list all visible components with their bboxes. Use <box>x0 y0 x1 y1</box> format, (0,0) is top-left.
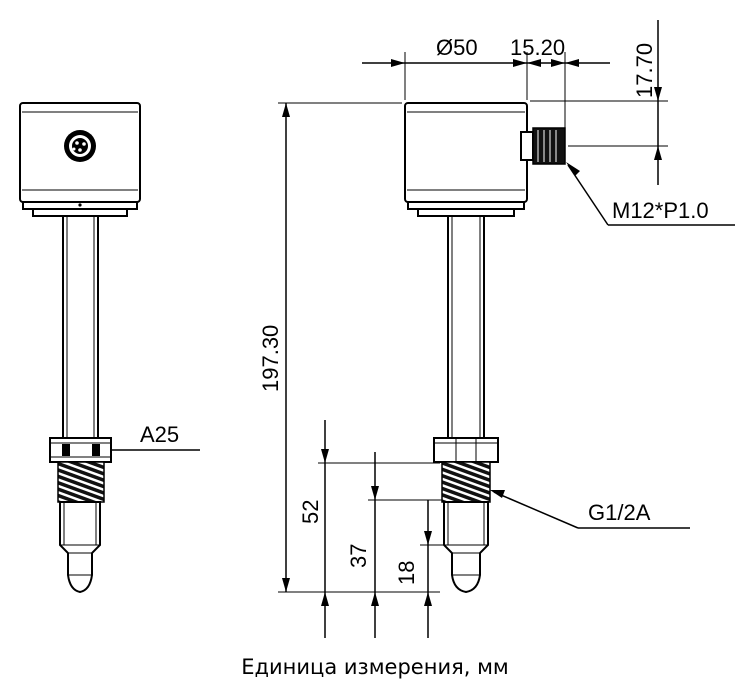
left-stem <box>62 215 99 439</box>
wrench-size-annotation: A25 <box>111 422 200 451</box>
diameter-dimension: Ø50 15.20 <box>362 35 610 128</box>
connector-height-dimension: 17.70 <box>530 20 668 185</box>
total-length-dimension: 197.30 <box>258 102 440 593</box>
right-stem <box>447 215 485 439</box>
right-probe-tip <box>443 501 489 594</box>
connector-offset-label: 15.20 <box>510 35 565 60</box>
left-view-sensor <box>19 102 141 594</box>
total-length-label: 197.30 <box>258 325 283 392</box>
left-connector-icon <box>64 130 96 162</box>
length-18-label: 18 <box>394 561 419 585</box>
length-52-label: 52 <box>298 500 323 524</box>
wrench-size-label: A25 <box>140 422 179 447</box>
length-37-label: 37 <box>346 544 371 568</box>
units-caption: Единица измерения, мм <box>241 655 509 679</box>
right-side-connector <box>520 127 566 165</box>
right-thread <box>441 461 491 503</box>
right-head-housing <box>404 102 528 203</box>
length-18-dimension: 18 <box>394 500 444 638</box>
length-37-dimension: 37 <box>346 452 442 638</box>
connector-thread-label: M12*P1.0 <box>612 198 709 223</box>
connector-height-label: 17.70 <box>632 43 657 98</box>
diameter-label: Ø50 <box>436 35 478 60</box>
process-thread-annotation: G1/2A <box>490 490 690 529</box>
connector-thread-annotation: M12*P1.0 <box>566 162 735 226</box>
right-hex-nut <box>433 437 499 463</box>
left-probe-tip <box>59 501 101 594</box>
left-thread <box>57 461 105 503</box>
left-hex-nut <box>49 437 112 463</box>
right-view-sensor <box>404 102 566 594</box>
process-thread-label: G1/2A <box>588 500 651 525</box>
length-52-dimension: 52 <box>298 420 440 638</box>
